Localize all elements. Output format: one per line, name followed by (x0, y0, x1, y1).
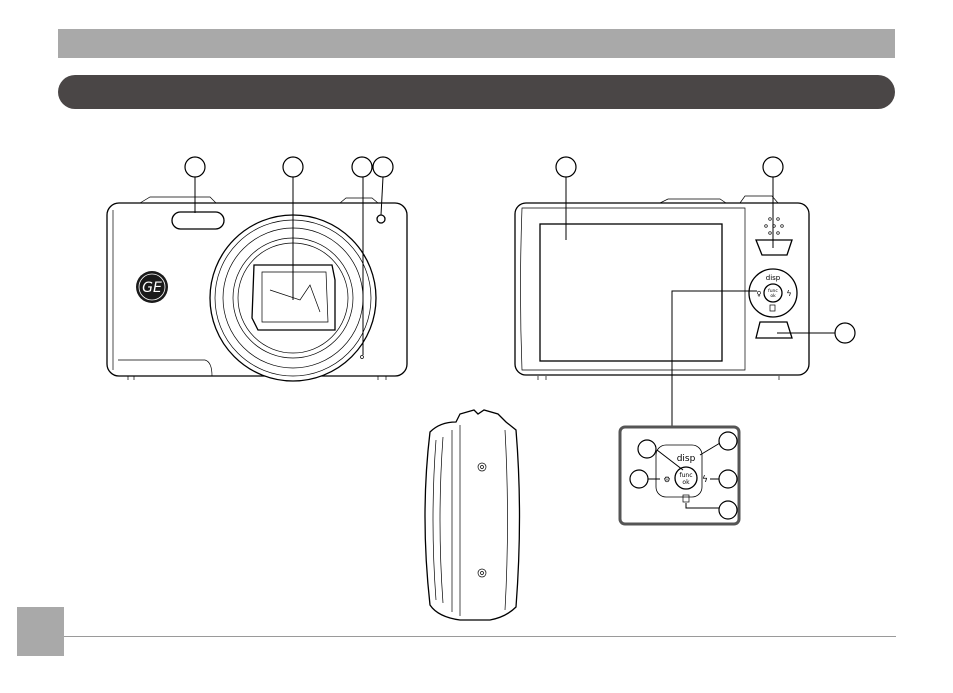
control-pad-inset: func ok disp ⚙ ϟ (620, 427, 739, 524)
inset-callout-delete (719, 501, 737, 519)
playback-button[interactable] (756, 322, 792, 338)
inset-flash-icon: ϟ (702, 475, 708, 485)
inset-disp-label: disp (677, 454, 696, 464)
footer-rule (64, 636, 896, 637)
svg-text:GE: GE (142, 280, 162, 296)
disp-label: disp (766, 274, 781, 282)
inset-callout-flash (719, 470, 737, 488)
inset-callout-settings (630, 470, 648, 488)
zoom-button[interactable] (756, 240, 792, 255)
callout-microphone (352, 157, 372, 177)
lcd-screen (540, 224, 722, 361)
callout-lcd (556, 157, 576, 177)
camera-back-view: disp func ok ϟ ♀ (515, 196, 809, 380)
portrait-mode-icon: ♀ (756, 290, 761, 298)
flash-icon: ϟ (786, 289, 791, 298)
inset-callout-disp (719, 432, 737, 450)
camera-front-view: GE (107, 197, 407, 381)
svg-text:ok: ok (682, 479, 690, 486)
svg-text:ok: ok (770, 293, 776, 299)
af-lamp (377, 215, 385, 223)
flash-window (172, 212, 224, 229)
svg-text:func: func (679, 472, 692, 479)
camera-side-view (425, 410, 520, 620)
page-number-tab (17, 607, 64, 656)
callout-zoom (763, 157, 783, 177)
callout-af-lamp (373, 157, 393, 177)
ge-logo: GE (136, 271, 168, 303)
callout-lens (283, 157, 303, 177)
callout-flash (185, 157, 205, 177)
inset-gear-icon: ⚙ (663, 475, 670, 484)
callout-playback (835, 323, 855, 343)
inset-callout-func-ok (638, 440, 656, 458)
